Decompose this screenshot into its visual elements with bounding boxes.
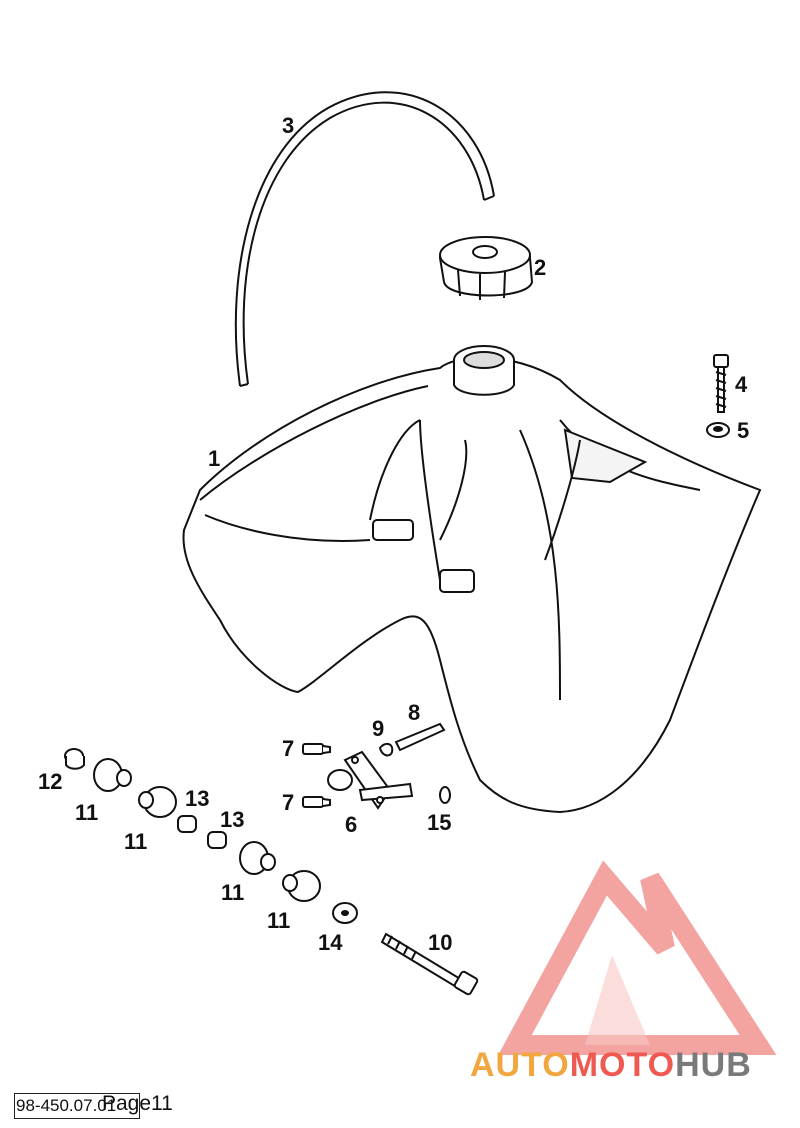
- callout-4: 4: [735, 372, 748, 397]
- tank-cap: [438, 236, 534, 300]
- clip-9: [378, 742, 394, 757]
- watermark-hub: HUB: [675, 1046, 752, 1084]
- bushing-11-b: [138, 786, 177, 818]
- diagram-reference: 98-450.07.01: [16, 1096, 117, 1115]
- callout-11-b: 11: [124, 829, 147, 854]
- watermark-logo: [498, 860, 777, 1055]
- callout-14: 14: [318, 930, 343, 955]
- nut-12: [64, 748, 85, 770]
- callout-7-lower: 7: [282, 790, 294, 815]
- washer-5: [706, 422, 730, 438]
- callout-11-c: 11: [221, 880, 244, 905]
- bushing-11-d: [282, 870, 321, 902]
- callout-8: 8: [408, 700, 420, 725]
- o-ring-15: [439, 786, 451, 804]
- svg-text:AUTOMOTOHUB: AUTOMOTOHUB: [470, 1046, 752, 1084]
- bolt-10: [380, 932, 479, 996]
- bushing-11-a: [93, 758, 132, 792]
- callout-5: 5: [737, 418, 749, 443]
- screw-7-upper: [302, 743, 331, 755]
- watermark-text: AUTOMOTOHUB: [470, 1046, 752, 1084]
- callout-15: 15: [427, 810, 451, 835]
- bushing-11-c: [239, 841, 276, 875]
- callout-6: 6: [345, 812, 357, 837]
- callout-7-upper: 7: [282, 736, 294, 761]
- screw-7-lower: [302, 796, 331, 808]
- spacer-13-a: [177, 815, 197, 833]
- callout-2: 2: [534, 255, 546, 280]
- fuel-breather-hose: [234, 91, 495, 387]
- callout-13-a: 13: [185, 786, 209, 811]
- callout-11-a: 11: [75, 800, 98, 825]
- callout-labels: 1 2 3 4 5 6 7 7 8 9 10 11 11 11 11 12 13…: [38, 113, 749, 955]
- callout-13-b: 13: [220, 807, 244, 832]
- screw-4: [713, 354, 729, 413]
- watermark-moto: MOTO: [570, 1046, 675, 1084]
- page-number: Page11: [102, 1092, 173, 1115]
- callout-10: 10: [428, 930, 452, 955]
- fuel-tap: [327, 750, 414, 810]
- callout-3: 3: [282, 113, 294, 138]
- hose-8: [394, 722, 446, 752]
- callout-11-d: 11: [267, 908, 290, 933]
- callout-12: 12: [38, 769, 62, 794]
- spacer-13-b: [207, 831, 227, 849]
- washer-14: [332, 902, 358, 924]
- fuel-tank: [182, 345, 762, 814]
- callout-1: 1: [208, 446, 220, 471]
- watermark-auto: AUTO: [470, 1046, 570, 1084]
- callout-9: 9: [372, 716, 384, 741]
- reference-box: [14, 1093, 140, 1119]
